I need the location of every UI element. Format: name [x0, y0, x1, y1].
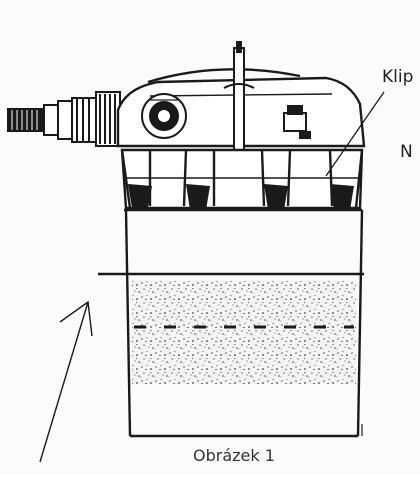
clip-pointer-line — [325, 91, 385, 177]
center-shaft — [223, 41, 255, 159]
clip-teeth — [128, 184, 354, 210]
top-fitting — [283, 105, 311, 139]
clip-band — [120, 148, 364, 210]
filter-body — [124, 209, 364, 438]
figure-caption: Obrázek 1 — [193, 446, 275, 465]
hose-connector — [7, 91, 121, 147]
foam-filter — [132, 280, 356, 384]
control-knob — [141, 93, 187, 139]
cut-off-label: N — [400, 142, 413, 162]
inflow-arrow — [39, 300, 93, 463]
clip-label: Klip — [382, 67, 414, 87]
